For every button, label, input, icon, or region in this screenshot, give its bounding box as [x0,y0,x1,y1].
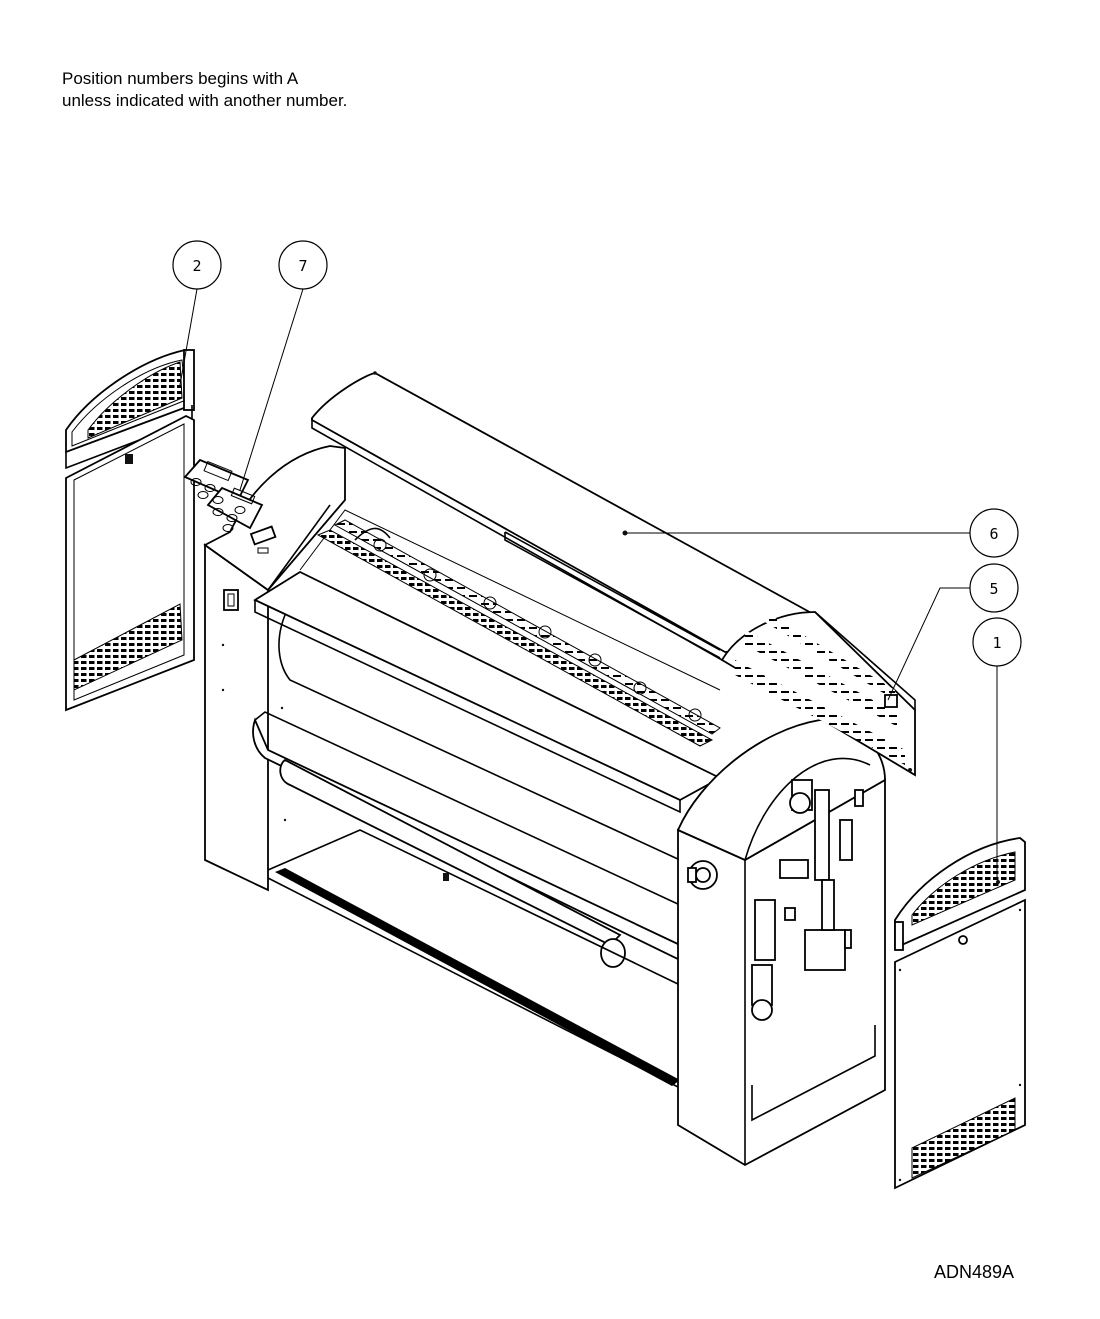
right-side-panel [894,837,1026,1190]
control-panel [183,458,277,554]
note-line-2: unless indicated with another number. [62,91,348,110]
svg-text:6: 6 [989,525,998,543]
note-line-1: Position numbers begins with A [62,69,299,88]
left-side-panel [65,349,195,712]
ironer-body [203,445,886,1167]
callout-2: 2 [172,240,222,290]
svg-text:5: 5 [989,580,998,598]
callout-6: 6 [969,508,1019,558]
callout-7: 7 [278,240,328,290]
svg-text:1: 1 [992,634,1001,652]
right-end-internals [751,779,876,1122]
svg-text:2: 2 [192,257,201,275]
leader-lines [179,288,998,880]
position-note: Position numbers begins with A unless in… [62,68,347,112]
back-cover [720,611,916,777]
drawing-id: ADN489A [934,1262,1015,1282]
callout-1: 1 [972,617,1022,667]
svg-text:7: 7 [298,257,307,275]
callout-5: 5 [969,563,1019,613]
